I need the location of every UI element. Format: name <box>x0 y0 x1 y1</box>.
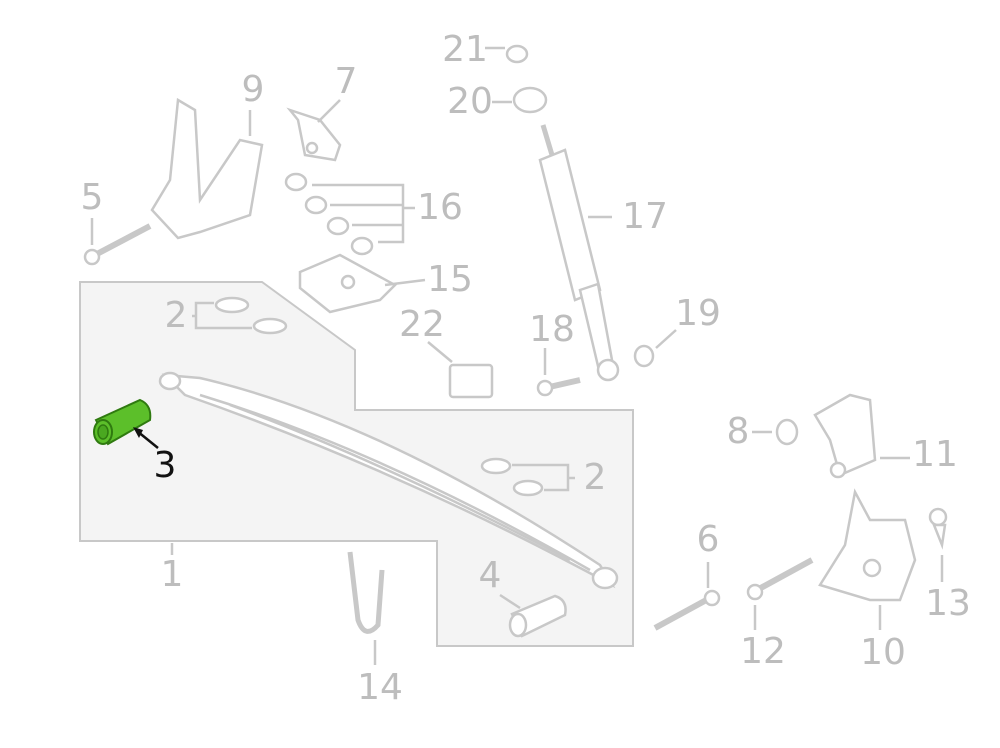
callout-1[interactable]: 1 <box>160 554 184 595</box>
callout-4[interactable]: 4 <box>478 555 502 596</box>
part-20-insulator[interactable] <box>492 86 548 114</box>
part-1-leaf-spring[interactable] <box>158 371 619 590</box>
part-21-nut[interactable] <box>485 44 529 64</box>
callout-19[interactable]: 19 <box>675 293 721 334</box>
part-7-bracket[interactable] <box>286 99 342 162</box>
callout-12[interactable]: 12 <box>740 631 786 672</box>
callout-8[interactable]: 8 <box>726 411 750 452</box>
part-18-bolt[interactable] <box>536 348 581 397</box>
callout-17[interactable]: 17 <box>622 196 668 237</box>
part-9-hanger-bracket[interactable] <box>150 97 264 240</box>
part-12-bolt[interactable] <box>746 557 814 630</box>
callout-11[interactable]: 11 <box>912 434 958 475</box>
part-19-nut[interactable] <box>633 329 677 368</box>
part-14-u-bolt[interactable] <box>347 551 385 665</box>
part-13-clip[interactable] <box>928 507 948 582</box>
callout-20[interactable]: 20 <box>447 81 493 122</box>
callout-16[interactable]: 16 <box>417 187 463 228</box>
callout-22[interactable]: 22 <box>399 304 445 345</box>
callout-9[interactable]: 9 <box>241 69 265 110</box>
part-8-nut[interactable] <box>752 418 799 446</box>
callout-5[interactable]: 5 <box>80 177 104 218</box>
part-22-bumper[interactable] <box>427 341 494 399</box>
part-2-pads-lower[interactable] <box>480 457 575 497</box>
part-6-bolt[interactable] <box>653 562 721 631</box>
leaf-spring-assembly-group <box>79 281 634 647</box>
part-3-bushing-highlighted[interactable] <box>93 398 159 449</box>
callout-2-lower[interactable]: 2 <box>583 457 607 498</box>
part-5-bolt[interactable] <box>83 218 152 266</box>
callout-13[interactable]: 13 <box>925 583 971 624</box>
callout-21[interactable]: 21 <box>442 29 488 70</box>
part-11-shackle[interactable] <box>813 393 910 479</box>
callout-15[interactable]: 15 <box>427 259 473 300</box>
part-15-spring-plate[interactable] <box>298 253 426 314</box>
callout-6[interactable]: 6 <box>696 519 720 560</box>
callout-10[interactable]: 10 <box>860 632 906 673</box>
callout-7[interactable]: 7 <box>334 61 358 102</box>
callout-3-highlighted[interactable]: 3 <box>153 445 177 486</box>
callout-18[interactable]: 18 <box>529 309 575 350</box>
part-16-nuts[interactable] <box>284 172 415 256</box>
callout-14[interactable]: 14 <box>357 667 403 708</box>
part-17-shock-absorber[interactable] <box>538 124 620 382</box>
part-4-bushing[interactable] <box>499 593 567 638</box>
callout-2-upper[interactable]: 2 <box>164 295 188 336</box>
part-10-bracket[interactable] <box>818 488 917 630</box>
part-2-pads-upper[interactable] <box>192 296 288 335</box>
